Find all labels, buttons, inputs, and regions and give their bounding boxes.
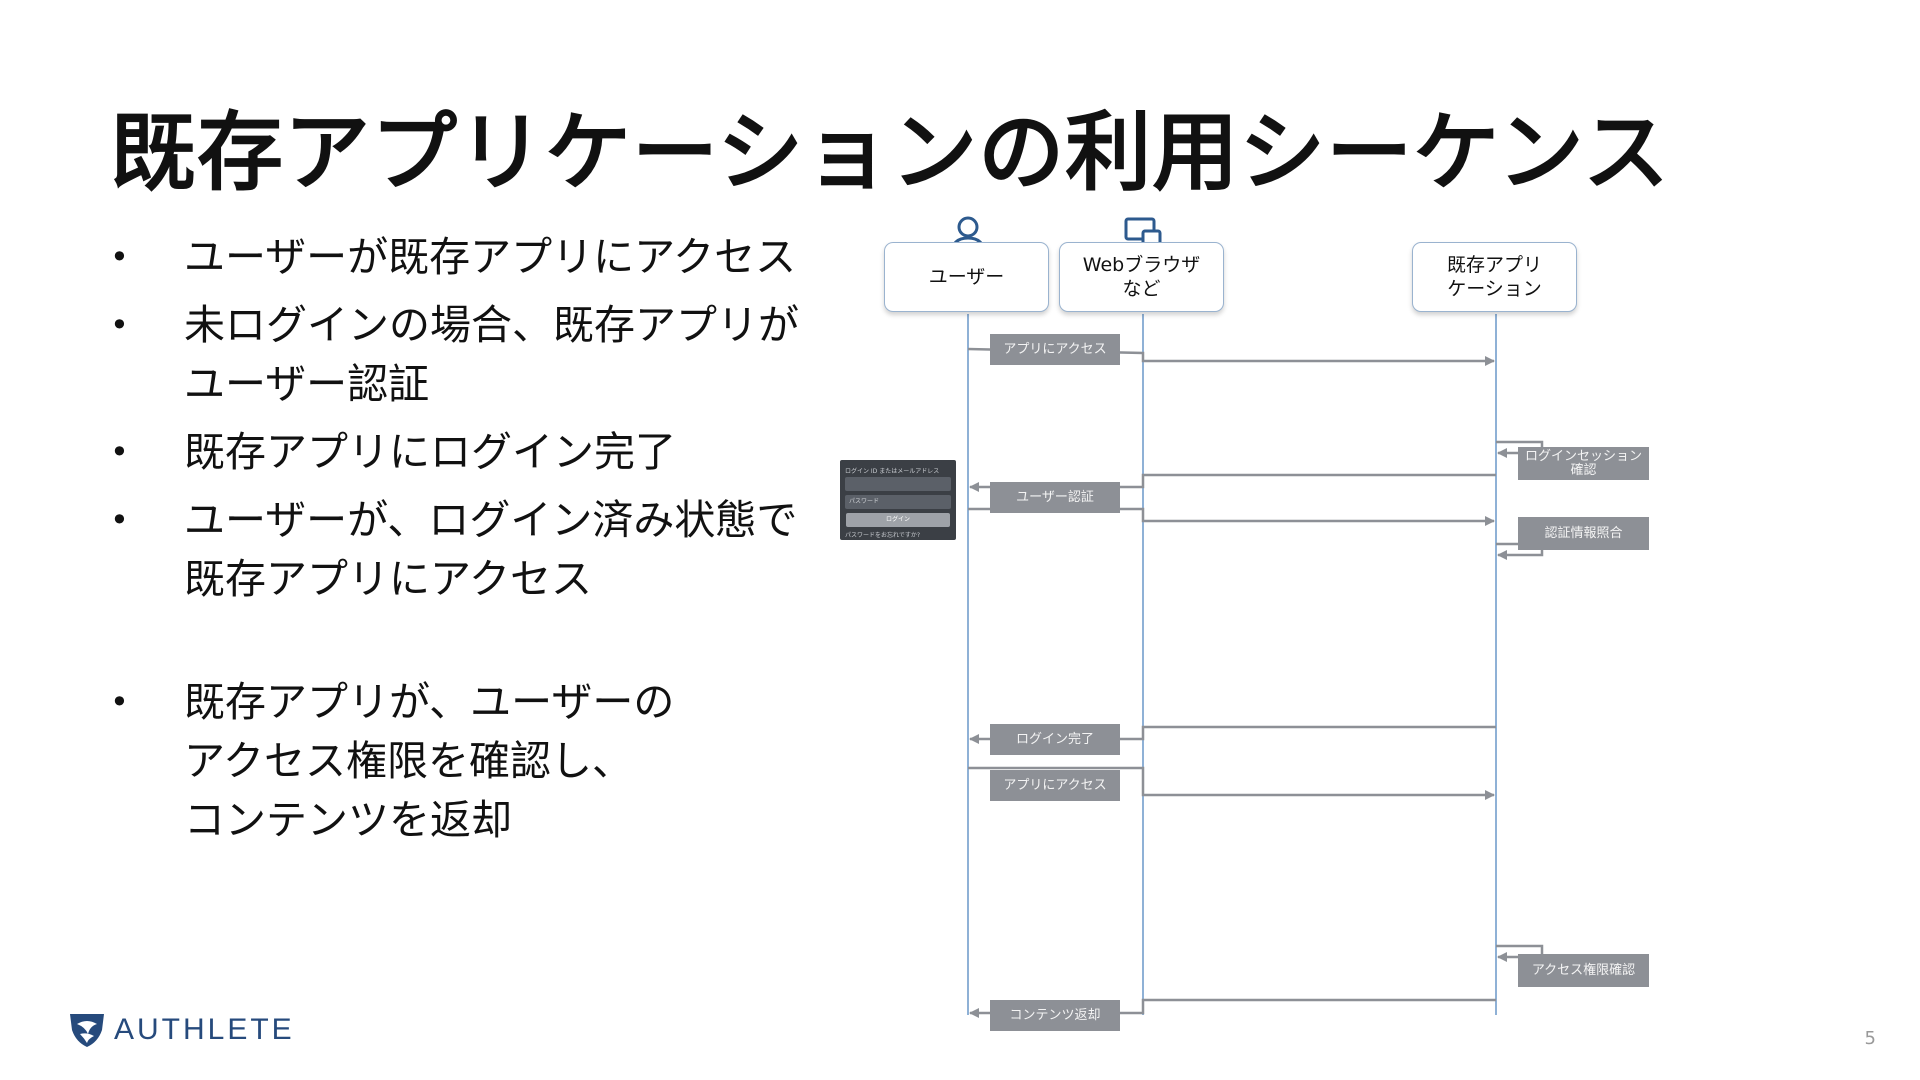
label-text: ユーザー認証 xyxy=(1016,489,1094,505)
bullet-list: • ユーザーが既存アプリにアクセス • 未ログインの場合、既存アプリが ユーザー… xyxy=(110,228,810,859)
label-access-2: アプリにアクセス xyxy=(990,770,1120,801)
bullet-line: アクセス権限を確認し、 xyxy=(184,737,633,785)
label-text: アプリにアクセス xyxy=(1003,777,1107,793)
label-login-done: ログイン完了 xyxy=(990,724,1120,755)
actor-user: ユーザー xyxy=(884,242,1049,312)
bullet-glyph: • xyxy=(110,683,129,721)
bullet-line: 既存アプリにアクセス xyxy=(184,555,592,603)
bullet-item: • ユーザーが、ログイン済み状態で 既存アプリにアクセス xyxy=(110,491,810,609)
bullet-item: • 既存アプリが、ユーザーの アクセス権限を確認し、 コンテンツを返却 xyxy=(110,673,810,850)
authlete-logo-icon xyxy=(70,1014,104,1047)
password-field: パスワード xyxy=(845,495,951,509)
bullet-line: ユーザー認証 xyxy=(184,360,430,408)
label-text: ログイン完了 xyxy=(1015,731,1094,747)
label-session-check: ログインセッション 確認 xyxy=(1518,447,1649,480)
login-button: ログイン xyxy=(846,513,950,527)
label-content-return: コンテンツ返却 xyxy=(990,1000,1120,1031)
bullet-line: 未ログインの場合、既存アプリが xyxy=(184,301,799,349)
label-access-1: アプリにアクセス xyxy=(990,334,1120,365)
label-credential-check: 認証情報照合 xyxy=(1518,517,1649,550)
bullet-line: 既存アプリにログイン完了 xyxy=(184,428,676,476)
bullet-glyph: • xyxy=(110,306,129,344)
label-text: 確認 xyxy=(1570,462,1597,478)
bullet-line: 既存アプリが、ユーザーの xyxy=(184,678,675,726)
bullet-item: • ユーザーが既存アプリにアクセス xyxy=(110,228,810,287)
login-form-thumbnail: ログイン ID またはメールアドレス パスワード ログイン パスワードをお忘れで… xyxy=(840,460,956,540)
page-title: 既存アプリケーションの利用シーケンス xyxy=(110,103,1670,203)
label-text: アクセス権限確認 xyxy=(1531,962,1636,978)
actor-label: ユーザー xyxy=(928,266,1005,288)
actor-browser: Webブラウザ など xyxy=(1059,242,1224,312)
actor-label: など xyxy=(1122,278,1161,300)
bullet-line: ユーザーが、ログイン済み状態で xyxy=(184,496,798,544)
bullet-item: • 既存アプリにログイン完了 xyxy=(110,423,810,482)
bullet-line: コンテンツを返却 xyxy=(184,796,512,844)
login-id-label: ログイン ID またはメールアドレス xyxy=(845,468,940,475)
login-id-field xyxy=(845,477,951,491)
logo-text: AUTHLETE xyxy=(114,1013,295,1046)
actor-label: 既存アプリ xyxy=(1446,254,1542,276)
forgot-password-link: パスワードをお忘れですか? xyxy=(845,532,921,539)
label-user-auth: ユーザー認証 xyxy=(990,482,1120,513)
page-number: 5 xyxy=(1864,1028,1876,1049)
label-permission-check: アクセス権限確認 xyxy=(1518,954,1649,987)
bullet-item: • 未ログインの場合、既存アプリが ユーザー認証 xyxy=(110,296,810,414)
actor-label: ケーション xyxy=(1447,278,1542,300)
label-text: コンテンツ返却 xyxy=(1009,1007,1101,1023)
label-text: ログインセッション xyxy=(1524,448,1642,464)
bullet-glyph: • xyxy=(110,433,129,471)
bullet-glyph: • xyxy=(110,501,129,539)
bullet-glyph: • xyxy=(110,238,129,276)
actor-app: 既存アプリ ケーション xyxy=(1412,242,1577,312)
label-text: アプリにアクセス xyxy=(1003,341,1107,357)
label-text: 認証情報照合 xyxy=(1544,525,1623,541)
authlete-logo: AUTHLETE xyxy=(68,1010,295,1050)
bullet-line: ユーザーが既存アプリにアクセス xyxy=(184,233,797,281)
arrow-access-2 xyxy=(968,766,1495,800)
actor-label: Webブラウザ xyxy=(1082,254,1201,276)
